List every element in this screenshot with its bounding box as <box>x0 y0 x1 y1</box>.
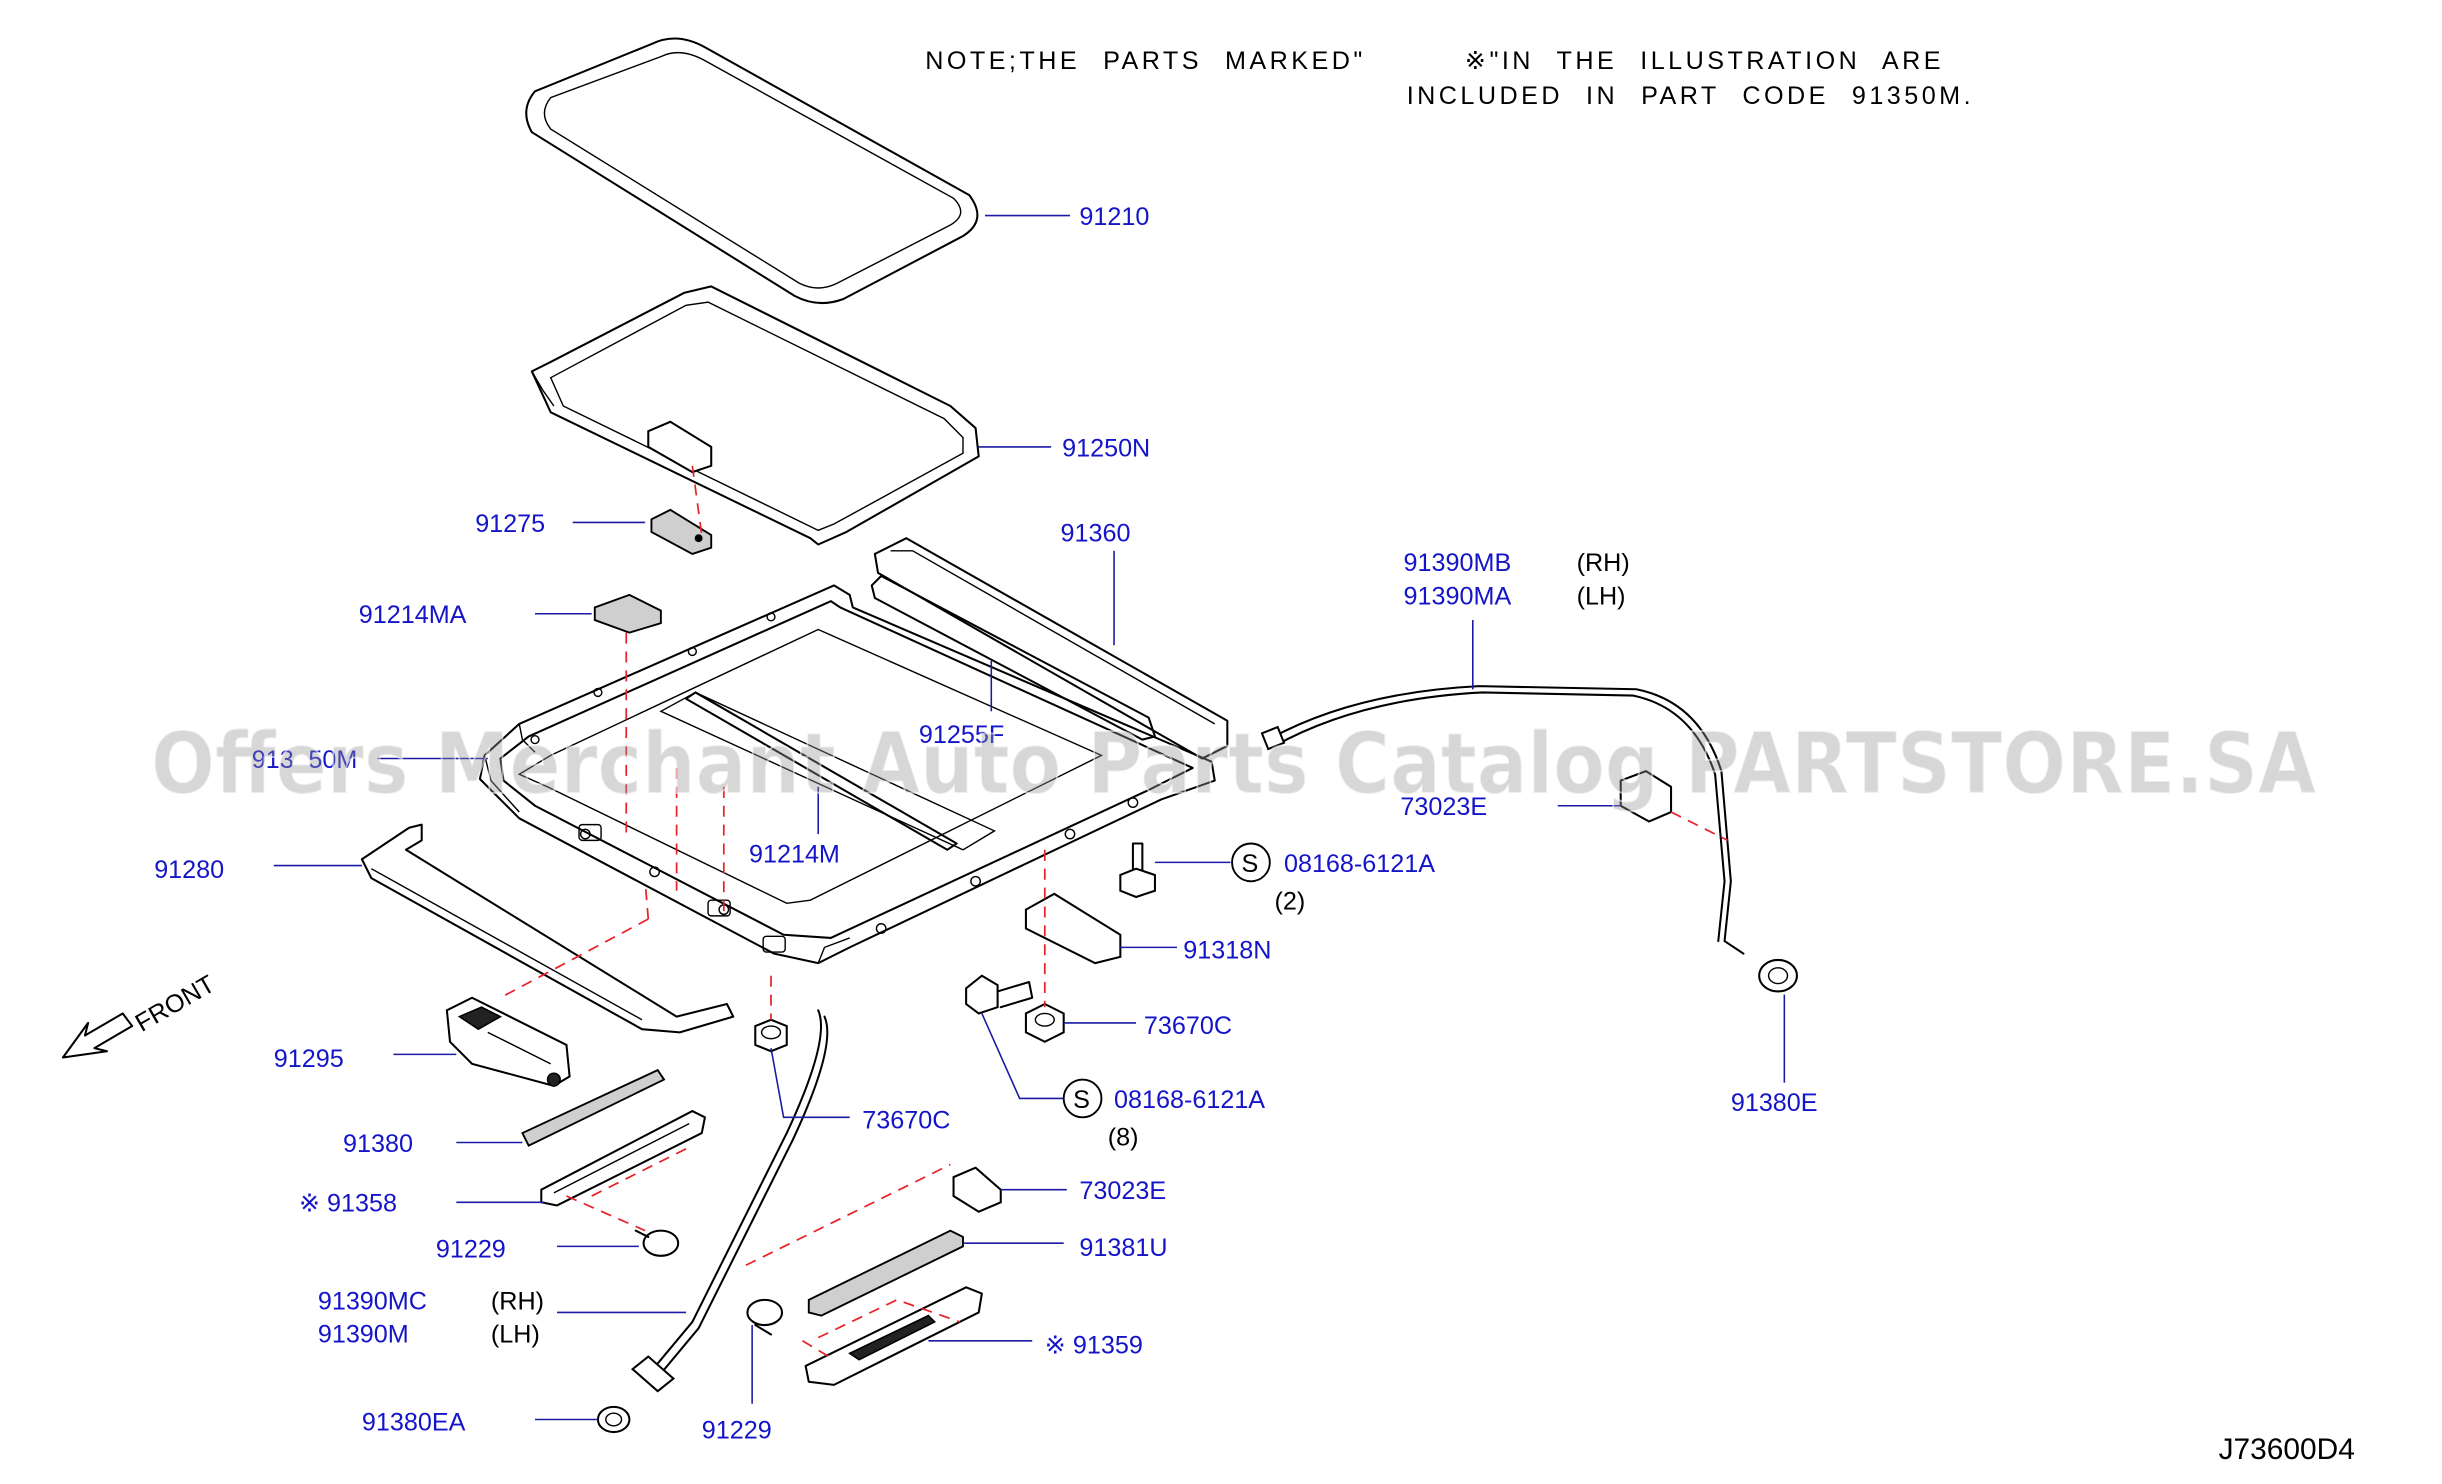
label-91210[interactable]: 91210 <box>1079 203 1149 231</box>
label-73023E-right[interactable]: 73023E <box>1400 793 1487 821</box>
handle-91275[interactable] <box>650 508 713 555</box>
nut-73670C-left[interactable] <box>754 1018 788 1053</box>
label-73023E-left[interactable]: 73023E <box>1079 1177 1166 1205</box>
strip-91214M[interactable] <box>685 691 958 851</box>
label-91318N[interactable]: 91318N <box>1183 936 1271 964</box>
note-line2: INCLUDED IN PART CODE 91350M. <box>1407 82 1974 110</box>
label-08168-lower-qty: (8) <box>1108 1124 1139 1152</box>
header-note: NOTE;THE PARTS MARKED" ※"IN THE ILLUSTRA… <box>925 47 1974 110</box>
label-91380EA[interactable]: 91380EA <box>362 1408 466 1436</box>
bolt-08168-lower[interactable] <box>965 974 1034 1015</box>
glass-panel-91210[interactable] <box>525 37 979 305</box>
label-91214MA[interactable]: 91214MA <box>359 601 467 629</box>
label-73670C-left[interactable]: 73670C <box>862 1106 950 1134</box>
note-line1-right: ※"IN THE ILLUSTRATION ARE <box>1465 47 1944 75</box>
cable-91390MB[interactable] <box>1260 685 1745 955</box>
label-91280[interactable]: 91280 <box>154 856 224 884</box>
arrow-icon <box>61 1012 134 1059</box>
label-91390MB-side: (RH) <box>1577 549 1630 577</box>
link-91359[interactable] <box>804 1286 983 1386</box>
cable-91390MC[interactable] <box>630 1009 829 1393</box>
bolt-08168-upper[interactable] <box>1119 842 1156 899</box>
label-91359[interactable]: ※ 91359 <box>1045 1331 1143 1359</box>
label-91380E[interactable]: 91380E <box>1731 1089 1818 1117</box>
cap-91380EA[interactable] <box>596 1405 631 1434</box>
screw-91229-b[interactable] <box>746 1298 784 1336</box>
label-08168-upper[interactable]: 08168-6121A <box>1284 850 1435 878</box>
seal-91255F[interactable] <box>870 574 1156 741</box>
label-91295[interactable]: 91295 <box>274 1045 344 1073</box>
screw-symbol-upper-text: S <box>1241 850 1258 878</box>
label-73670C-right[interactable]: 73670C <box>1144 1012 1232 1040</box>
nut-73670C-right[interactable] <box>1024 1002 1065 1043</box>
seal-91381U[interactable] <box>807 1229 964 1317</box>
screw-91229-a[interactable] <box>634 1229 680 1257</box>
label-91275[interactable]: 91275 <box>475 510 545 538</box>
diagram-code: J73600D4 <box>2219 1433 2355 1466</box>
label-08168-upper-qty: (2) <box>1275 888 1306 916</box>
motor-91295[interactable] <box>445 996 571 1087</box>
label-91390MA[interactable]: 91390MA <box>1404 582 1512 610</box>
label-08168-lower[interactable]: 08168-6121A <box>1114 1086 1265 1114</box>
label-91390M[interactable]: 91390M <box>318 1320 409 1348</box>
label-91214M[interactable]: 91214M <box>749 840 840 868</box>
screw-symbol-upper: S <box>1231 842 1271 883</box>
rail-91380[interactable] <box>521 1068 666 1147</box>
label-91390MC[interactable]: 91390MC <box>318 1287 427 1315</box>
label-91390MB[interactable]: 91390MB <box>1404 549 1512 577</box>
pad-91214MA[interactable] <box>593 593 662 634</box>
label-91390MA-side: (LH) <box>1577 582 1626 610</box>
bracket-91318N[interactable] <box>1024 892 1122 965</box>
label-91381U[interactable]: 91381U <box>1079 1234 1167 1262</box>
label-91390MC-side: (RH) <box>491 1287 544 1315</box>
note-line1-left: NOTE;THE PARTS MARKED" <box>925 47 1366 75</box>
screw-symbol-lower: S <box>1062 1078 1103 1119</box>
label-91360[interactable]: 91360 <box>1061 519 1131 547</box>
part-labels: 91210 91250N 91275 91360 91214MA 91255F … <box>154 203 1817 1444</box>
clip-73023E-left[interactable] <box>952 1166 1002 1213</box>
label-91350M[interactable]: 913 <box>252 746 294 774</box>
sunshade-91250N[interactable] <box>530 285 980 546</box>
hidden-lines <box>499 465 1729 1361</box>
label-91390M-side: (LH) <box>491 1320 540 1348</box>
front-arrow: FRONT <box>61 970 220 1059</box>
label-91229-b[interactable]: 91229 <box>702 1416 772 1444</box>
label-91229-a[interactable]: 91229 <box>436 1235 506 1263</box>
leader-lines <box>273 214 1786 1421</box>
sunroof-frame-91350M[interactable] <box>478 584 1216 965</box>
label-91255F[interactable]: 91255F <box>919 721 1004 749</box>
label-91350M-tail[interactable]: 50M <box>308 746 357 774</box>
rail-91360[interactable] <box>873 537 1229 760</box>
watermark: Offers Merchant Auto Parts Catalog PARTS… <box>151 715 2316 814</box>
label-91358[interactable]: ※ 91358 <box>299 1190 397 1218</box>
label-91250N[interactable]: 91250N <box>1062 434 1150 462</box>
screw-symbol-lower-text: S <box>1073 1086 1090 1114</box>
cap-91380E[interactable] <box>1758 958 1798 993</box>
deflector-91280[interactable] <box>360 823 735 1034</box>
front-label: FRONT <box>131 970 220 1038</box>
label-91380[interactable]: 91380 <box>343 1130 413 1158</box>
